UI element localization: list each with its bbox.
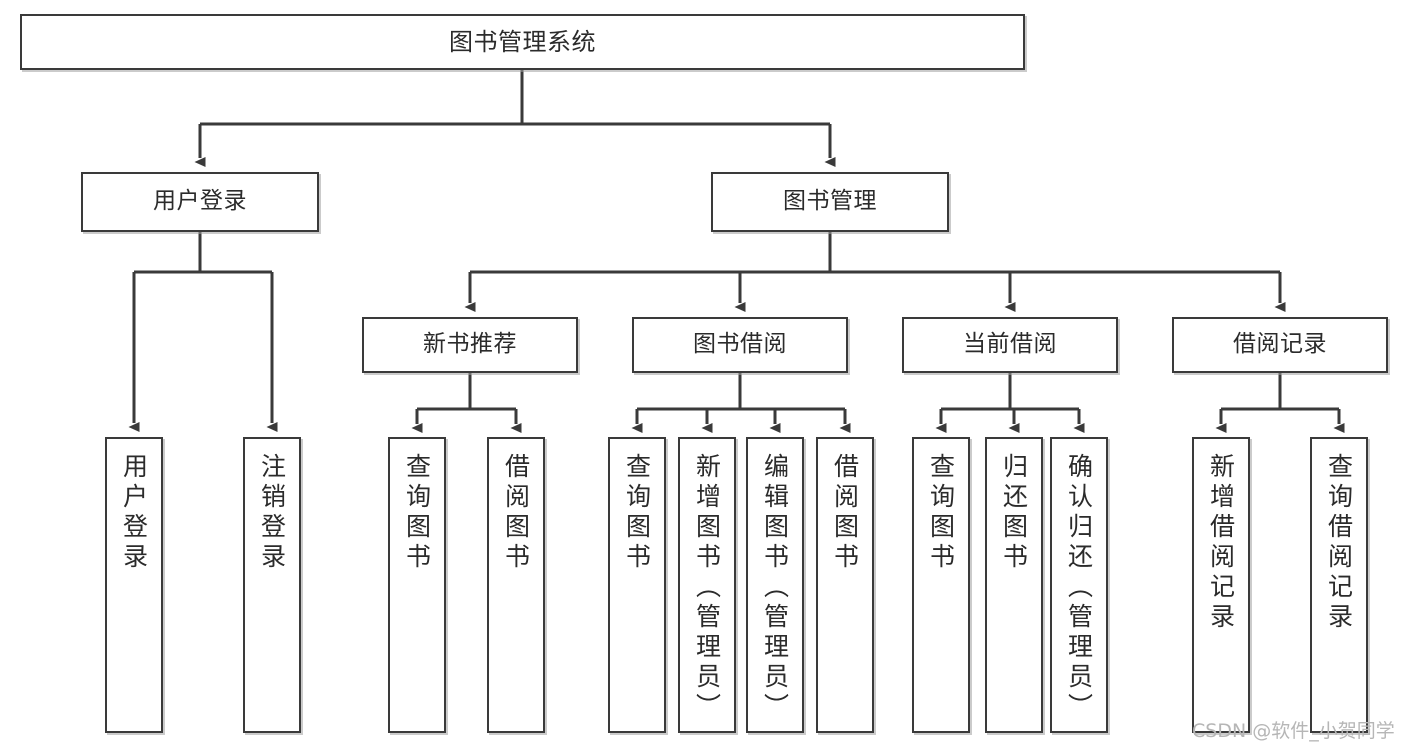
node-leaf-borrow-book-rec-label: 借阅图书 [501,453,531,573]
node-leaf-borrow-book-rec[interactable]: 借阅图书 [487,437,545,733]
node-leaf-query-book-rec-label: 查询图书 [402,453,432,573]
node-leaf-query-book-cb-label: 查询图书 [926,453,956,573]
node-leaf-edit-book[interactable]: 编辑图书（管理员） [746,437,804,733]
node-book-borrow[interactable]: 图书借阅 [632,317,848,373]
node-leaf-return-book[interactable]: 归还图书 [985,437,1043,733]
node-leaf-add-record-label: 新增借阅记录 [1206,453,1236,633]
node-root[interactable]: 图书管理系统 [20,14,1025,70]
node-borrow-record[interactable]: 借阅记录 [1172,317,1388,373]
node-leaf-user-logout-label: 注销登录 [257,453,287,573]
node-leaf-user-logout[interactable]: 注销登录 [243,437,301,733]
node-new-book-rec[interactable]: 新书推荐 [362,317,578,373]
node-leaf-borrow-book-br-label: 借阅图书 [830,453,860,573]
node-borrow-record-label: 借阅记录 [1233,331,1327,358]
node-leaf-add-book[interactable]: 新增图书（管理员） [678,437,736,733]
node-leaf-user-login-label: 用户登录 [119,453,149,573]
node-leaf-query-book-br[interactable]: 查询图书 [608,437,666,733]
node-root-label: 图书管理系统 [449,27,596,56]
node-new-book-rec-label: 新书推荐 [423,331,517,358]
node-leaf-query-record[interactable]: 查询借阅记录 [1310,437,1368,733]
node-leaf-query-book-cb[interactable]: 查询图书 [912,437,970,733]
node-leaf-confirm-return[interactable]: 确认归还（管理员） [1050,437,1108,733]
node-user-login[interactable]: 用户登录 [81,172,319,232]
node-leaf-return-book-label: 归还图书 [999,453,1029,573]
node-leaf-add-book-label: 新增图书（管理员） [692,453,722,723]
node-book-manage-label: 图书管理 [783,188,877,215]
node-current-borrow[interactable]: 当前借阅 [902,317,1118,373]
watermark: CSDN @软件_小贺同学 [1192,720,1395,742]
node-leaf-query-book-rec[interactable]: 查询图书 [388,437,446,733]
node-book-manage[interactable]: 图书管理 [711,172,949,232]
node-leaf-confirm-return-label: 确认归还（管理员） [1064,453,1094,723]
node-leaf-user-login[interactable]: 用户登录 [105,437,163,733]
node-leaf-borrow-book-br[interactable]: 借阅图书 [816,437,874,733]
node-leaf-edit-book-label: 编辑图书（管理员） [760,453,790,723]
node-leaf-query-record-label: 查询借阅记录 [1324,453,1354,633]
node-current-borrow-label: 当前借阅 [963,331,1057,358]
node-leaf-add-record[interactable]: 新增借阅记录 [1192,437,1250,733]
node-book-borrow-label: 图书借阅 [693,331,787,358]
node-user-login-label: 用户登录 [153,188,247,215]
node-leaf-query-book-br-label: 查询图书 [622,453,652,573]
